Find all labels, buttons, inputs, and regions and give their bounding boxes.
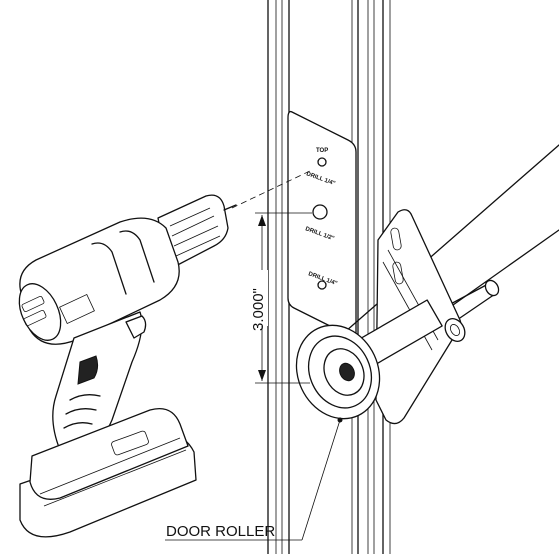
hole-upper [317, 157, 327, 167]
hole-middle [312, 204, 328, 220]
door-roller [295, 324, 381, 423]
dimension-marker: 3.000" [244, 212, 312, 384]
door-roller-callout: DOOR ROLLER [165, 419, 341, 541]
cordless-drill [18, 194, 237, 538]
drill-template: TOP DRILL 1/4" DRILL 1/2" DRILL 1/4" [287, 110, 357, 338]
hole-lower [317, 280, 327, 290]
hinge-bracket [357, 209, 466, 425]
template-top-label: TOP [316, 148, 328, 154]
dimension-label: 3.000" [250, 288, 267, 331]
door-roller-label: DOOR ROLLER [166, 523, 275, 540]
drill-alignment-line [231, 169, 313, 209]
